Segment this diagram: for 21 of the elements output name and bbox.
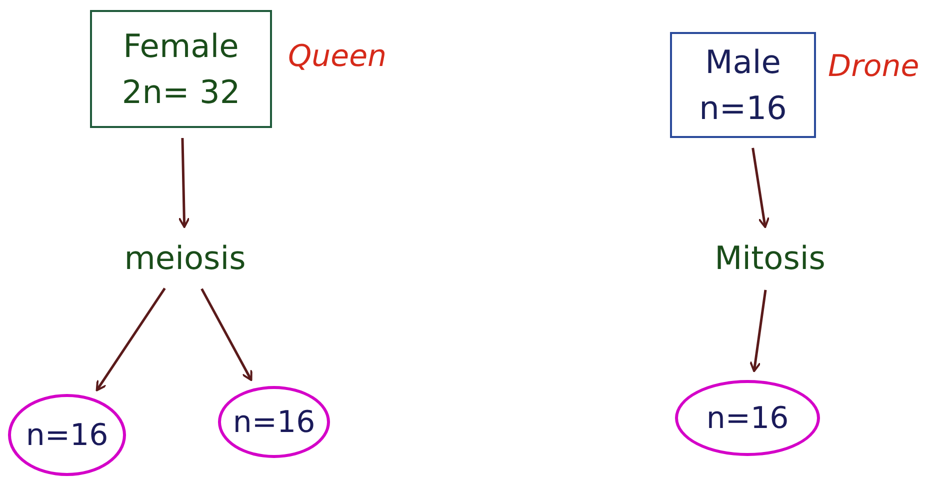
node-text: Mitosis xyxy=(714,238,826,279)
arrow xyxy=(178,138,190,228)
result-oval xyxy=(675,380,820,456)
node-text: n=16 xyxy=(26,416,108,454)
result-oval xyxy=(8,394,126,476)
arrow xyxy=(200,288,252,382)
process-box xyxy=(670,32,816,138)
arrow xyxy=(752,148,770,228)
process-box xyxy=(90,10,272,128)
result-oval xyxy=(218,386,330,458)
node-text: n=16 xyxy=(232,404,316,442)
role-label: Queen xyxy=(288,38,387,76)
node-text: Female xyxy=(123,26,239,67)
arrow xyxy=(96,288,166,392)
role-label: Drone xyxy=(828,48,920,86)
node-text: n=16 xyxy=(699,88,787,129)
arrow xyxy=(749,290,767,372)
node-text: Male xyxy=(705,42,781,83)
node-text: n=16 xyxy=(706,400,789,438)
node-text: meiosis xyxy=(124,238,246,279)
node-text: 2n= 32 xyxy=(122,72,240,113)
